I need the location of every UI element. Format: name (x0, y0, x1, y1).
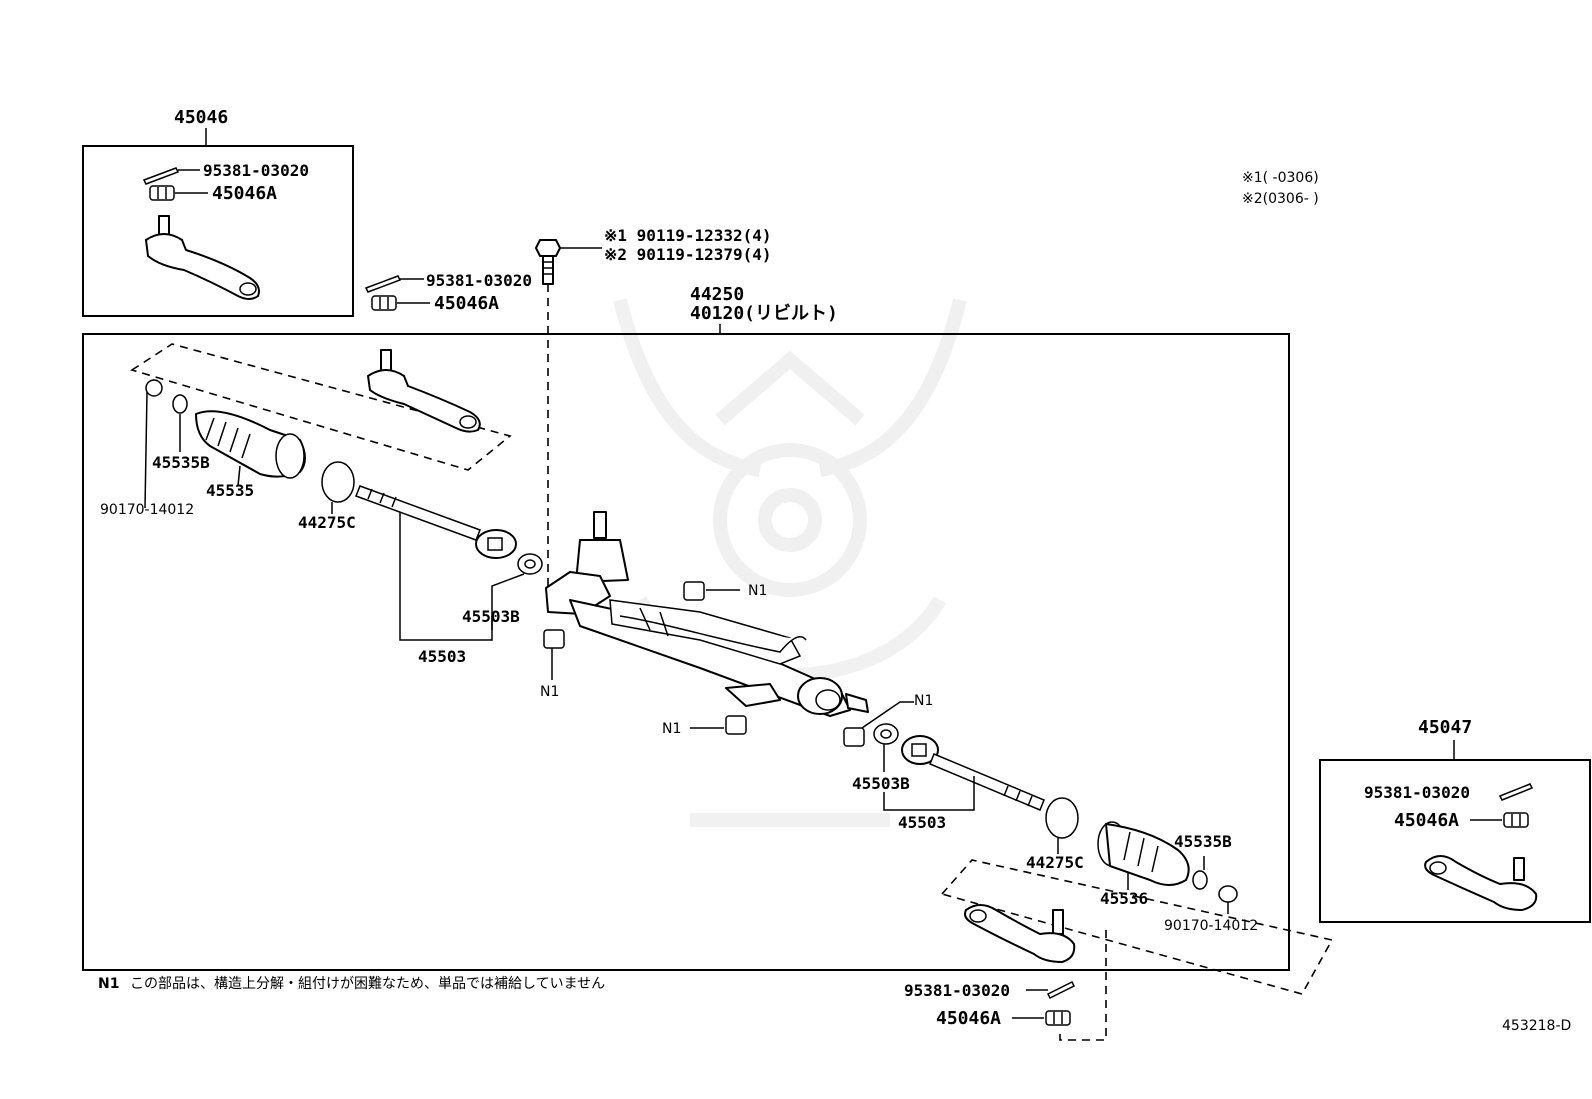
bushing-icon (543, 629, 565, 680)
label-45046A-d: 45046A (1394, 810, 1459, 831)
clamp-icon (1192, 856, 1208, 890)
label-bolt-note-2: ※2 90119-12379(4) (604, 245, 772, 264)
bracket-45503-a (399, 512, 493, 641)
bracket-45503-b (883, 776, 975, 811)
nut-icon (371, 295, 430, 311)
box-45046: 45046 95381-03020 45046A (82, 107, 354, 317)
label-40120: 40120(リビルト) (690, 303, 838, 324)
frame-45046 (82, 145, 354, 317)
footnote-mark: N1 (98, 976, 119, 992)
label-bolt-note-1: ※1 90119-12332(4) (604, 226, 772, 245)
box-45047: 45047 95381-03020 45046A (1319, 717, 1591, 923)
cotter-pin-icon (1498, 783, 1534, 801)
diagram-id: 453218-D (1502, 1018, 1571, 1034)
bushing-icon (843, 701, 914, 747)
cotter-pin-icon (1026, 980, 1076, 1000)
label-95381-03020-d: 95381-03020 (1364, 783, 1470, 802)
label-45503B-b: 45503B (852, 774, 910, 793)
footnote-text: この部品は、構造上分解・組付けが困難なため、単品では補給していません (130, 976, 605, 992)
label-45046A-c: 45046A (936, 1008, 1001, 1029)
bushing-icon (690, 715, 747, 735)
lower-dashed-leader (1059, 930, 1107, 1041)
label-45047: 45047 (1418, 717, 1472, 738)
label-45503B-a: 45503B (462, 607, 520, 626)
cotter-pin-icon (142, 167, 200, 185)
label-45046A-a: 45046A (212, 183, 277, 204)
nut-icon (1012, 1010, 1071, 1026)
boot-icon (1097, 821, 1190, 890)
label-44250: 44250 (690, 284, 744, 305)
boot-icon (195, 410, 306, 487)
cotter-pin-icon (364, 275, 424, 293)
label-N1-d: N1 (914, 693, 933, 709)
date-note-2: ※2(0306- ) (1242, 191, 1319, 207)
ring-icon (321, 461, 355, 514)
label-N1-c: N1 (662, 721, 681, 737)
tie-rod-end-icon (1424, 855, 1538, 911)
rack-end-icon (355, 485, 517, 559)
rack-end-icon (901, 735, 1045, 811)
main-frame (82, 333, 1290, 971)
label-45535: 45535 (206, 481, 254, 500)
nut-icon (1470, 812, 1529, 828)
clip-icon (144, 379, 163, 509)
label-95381-03020-c: 95381-03020 (904, 981, 1010, 1000)
tie-rod-end-icon (145, 215, 260, 300)
label-44275C-a: 44275C (298, 513, 356, 532)
label-N1-a: N1 (748, 583, 767, 599)
frame-45047 (1319, 759, 1591, 923)
clip-icon (1218, 885, 1238, 914)
washer-icon (873, 723, 899, 772)
label-45536: 45536 (1100, 889, 1148, 908)
tie-rod-end-icon (367, 349, 481, 433)
ring-icon (1045, 797, 1079, 854)
label-95381-03020-a: 95381-03020 (203, 161, 309, 180)
label-44275C-b: 44275C (1026, 853, 1084, 872)
tie-rod-end-icon (964, 904, 1076, 963)
upper-pin-nut-group: 95381-03020 45046A (364, 271, 532, 314)
right-dashed-group (940, 859, 1334, 995)
date-note-1: ※1( -0306) (1242, 170, 1319, 186)
left-dashed-group (130, 343, 512, 471)
label-N1-b: N1 (540, 684, 559, 700)
label-45535B-a: 45535B (152, 453, 210, 472)
nut-icon (149, 185, 208, 201)
label-45503-b: 45503 (898, 813, 946, 832)
steering-rack-housing-icon (545, 511, 869, 717)
clamp-icon (172, 394, 188, 452)
label-90170-14012-a: 90170-14012 (100, 502, 194, 518)
label-95381-03020-b: 95381-03020 (426, 271, 532, 290)
label-90170-14012-b: 90170-14012 (1164, 918, 1258, 934)
bolt-group: ※1 90119-12332(4) ※2 90119-12379(4) (535, 226, 772, 610)
label-45535B-b: 45535B (1174, 832, 1232, 851)
bushing-icon (683, 581, 740, 601)
washer-icon (491, 553, 543, 630)
label-45046: 45046 (174, 107, 228, 128)
label-45503-a: 45503 (418, 647, 466, 666)
label-45046A-b: 45046A (434, 293, 499, 314)
bolt-icon (535, 239, 602, 285)
